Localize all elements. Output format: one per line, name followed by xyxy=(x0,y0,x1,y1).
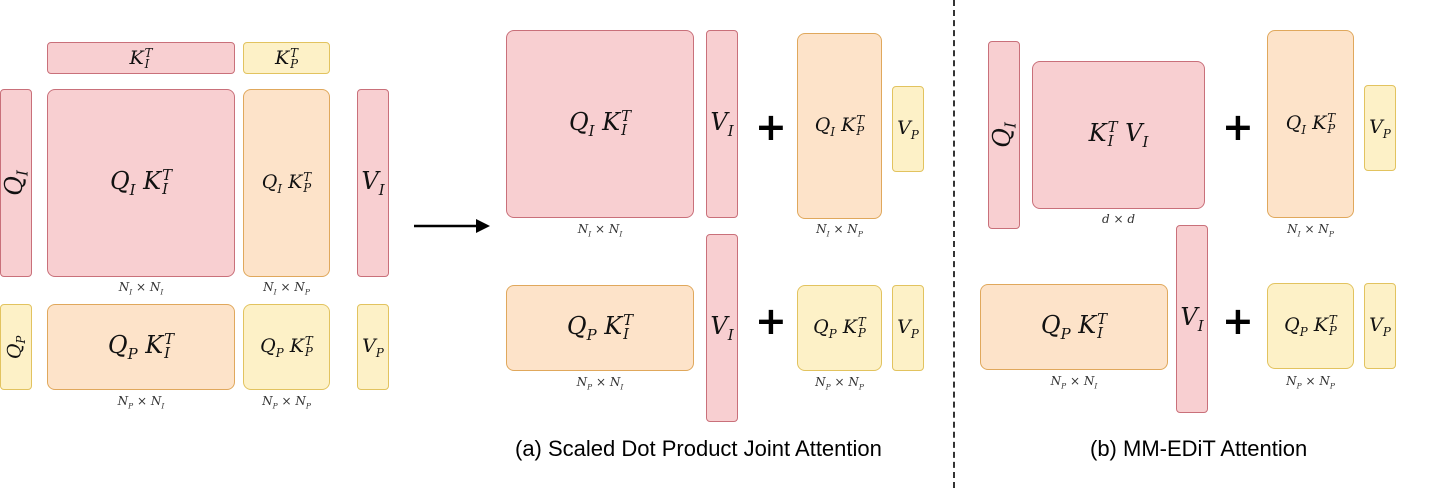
a-dim-pp: NP × NP xyxy=(815,375,864,392)
value-prompt-label: VP xyxy=(362,334,384,360)
b-dim-dd: d × d xyxy=(1101,212,1136,226)
b-dim-ip: NI × NP xyxy=(1287,222,1334,239)
b-vp-top-label: VP xyxy=(1369,115,1391,141)
a-vi-top-label: VI xyxy=(710,108,734,140)
left-dim-pi: NP × NI xyxy=(117,394,165,411)
a-vp-bottom-label: VP xyxy=(897,315,919,341)
a-vi-bottom-label: VI xyxy=(710,312,734,344)
panel-divider xyxy=(953,0,955,488)
value-image-label: VI xyxy=(361,167,385,199)
b-query-image-block: QI xyxy=(988,41,1020,229)
b-value-prompt-bottom-block: VP xyxy=(1364,283,1396,369)
a-value-prompt-top-block: VP xyxy=(892,86,924,172)
left-dim-ii: NI × NI xyxy=(118,280,164,297)
value-prompt-block: VP xyxy=(357,304,389,390)
b-dim-pi: NP × NI xyxy=(1050,374,1098,391)
caption-b: (b) MM-EDiT Attention xyxy=(1090,436,1308,461)
b-vp-bottom-label: VP xyxy=(1369,313,1391,339)
a-dim-ip: NI × NP xyxy=(816,222,863,239)
a-value-image-bottom-block: VI xyxy=(706,234,738,422)
a-dim-pi: NP × NI xyxy=(576,375,624,392)
caption-a: (a) Scaled Dot Product Joint Attention xyxy=(515,436,882,461)
a-dim-ii: NI × NI xyxy=(577,222,623,239)
b-qi-label: QI xyxy=(988,122,1020,148)
a-value-prompt-bottom-block: VP xyxy=(892,285,924,371)
a-value-image-top-block: VI xyxy=(706,30,738,218)
b-value-prompt-top-block: VP xyxy=(1364,85,1396,171)
b-plus-bottom: + xyxy=(1222,299,1254,343)
value-image-block: VI xyxy=(357,89,389,277)
query-image-label: QI xyxy=(0,170,32,196)
b-value-image-block: VI xyxy=(1176,225,1208,413)
query-prompt-block: QP xyxy=(0,304,32,390)
a-plus-top: + xyxy=(755,105,787,149)
b-plus-top: + xyxy=(1222,105,1254,149)
b-vi-label: VI xyxy=(1180,303,1204,335)
transform-arrow xyxy=(414,219,490,233)
b-dim-pp: NP × NP xyxy=(1286,374,1335,391)
a-vp-top-label: VP xyxy=(897,116,919,142)
left-dim-ip: NI × NP xyxy=(263,280,310,297)
query-prompt-label: QP xyxy=(3,335,29,359)
left-dim-pp: NP × NP xyxy=(262,394,311,411)
query-image-block: QI xyxy=(0,89,32,277)
a-plus-bottom: + xyxy=(755,299,787,343)
